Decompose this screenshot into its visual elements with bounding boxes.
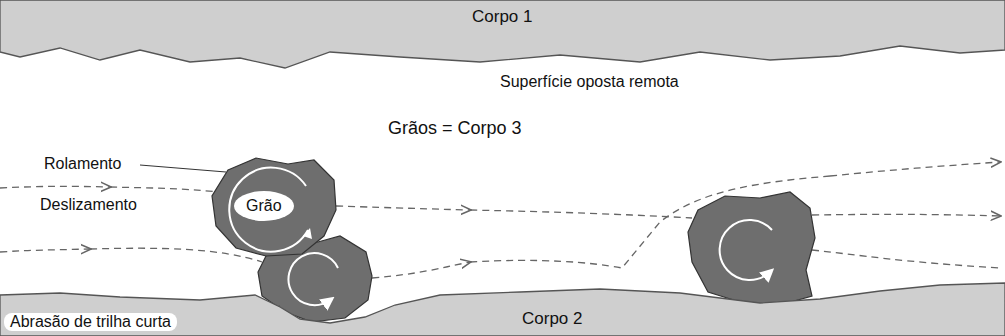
leader-line bbox=[140, 165, 226, 172]
node-text: Corpo 2 bbox=[522, 309, 582, 329]
label: Rolamento bbox=[44, 155, 121, 173]
node-text: Corpo 1 bbox=[472, 7, 532, 27]
trajectory bbox=[0, 162, 1000, 278]
label: Superfície oposta remota bbox=[500, 73, 679, 91]
grain bbox=[688, 192, 815, 305]
label: Grãos = Corpo 3 bbox=[388, 118, 522, 139]
label: Abrasão de trilha curta bbox=[4, 313, 177, 331]
body-band: Corpo 1 bbox=[0, 0, 1005, 80]
grain: Grão bbox=[210, 156, 338, 256]
node-text: Grão bbox=[246, 197, 282, 215]
label: Deslizamento bbox=[40, 196, 137, 214]
